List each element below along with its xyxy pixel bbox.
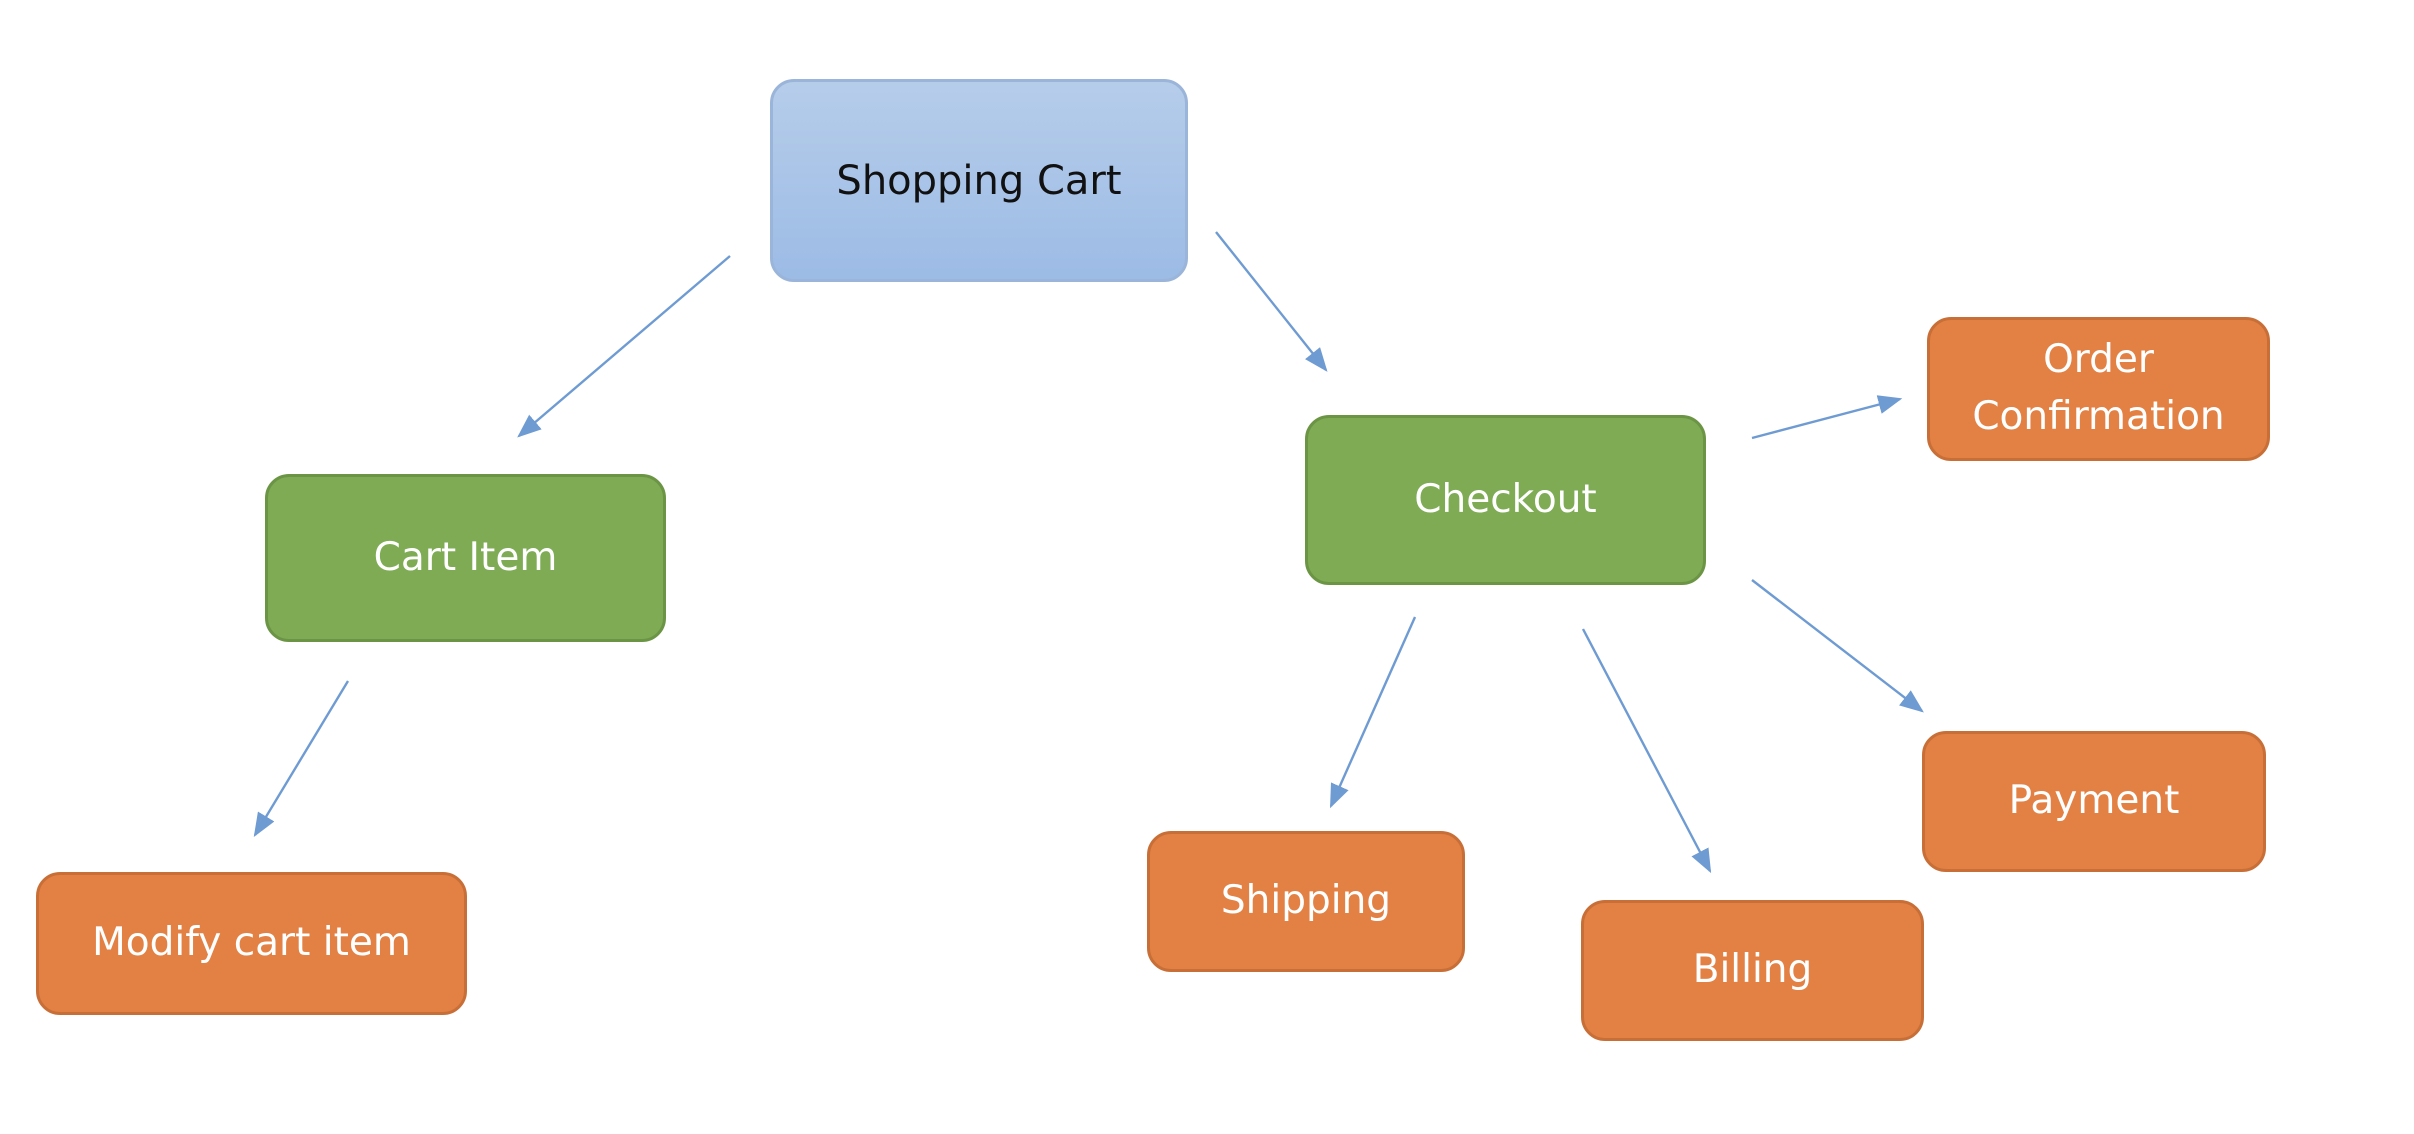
node-label: Modify cart item [92,920,411,966]
node-cart-item: Cart Item [265,474,666,642]
node-order-confirmation: Order Confirmation [1927,317,2270,461]
arrow-checkout-to-billing [1581,628,1712,874]
node-label: Shopping Cart [836,157,1122,204]
node-modify-cart-item: Modify cart item [36,872,467,1015]
arrow-shopping-cart-to-checkout [1215,231,1328,372]
node-label: Payment [2008,778,2180,824]
node-label: Shipping [1220,878,1392,924]
node-label: Billing [1692,947,1813,993]
arrow-cart-item-to-modify [253,680,350,838]
arrow-checkout-to-payment [1751,579,1924,713]
node-checkout: Checkout [1305,415,1706,585]
node-shipping: Shipping [1147,831,1465,972]
node-label: Cart Item [373,534,558,580]
arrow-shopping-cart-to-cart-item [517,255,731,438]
node-label: Checkout [1414,476,1597,522]
node-billing: Billing [1581,900,1924,1041]
node-label: Order Confirmation [1972,337,2225,439]
arrow-checkout-to-order-confirmation [1751,395,1903,440]
node-payment: Payment [1922,731,2266,872]
node-shopping-cart: Shopping Cart [770,79,1188,282]
arrow-checkout-to-shipping [1329,616,1417,809]
